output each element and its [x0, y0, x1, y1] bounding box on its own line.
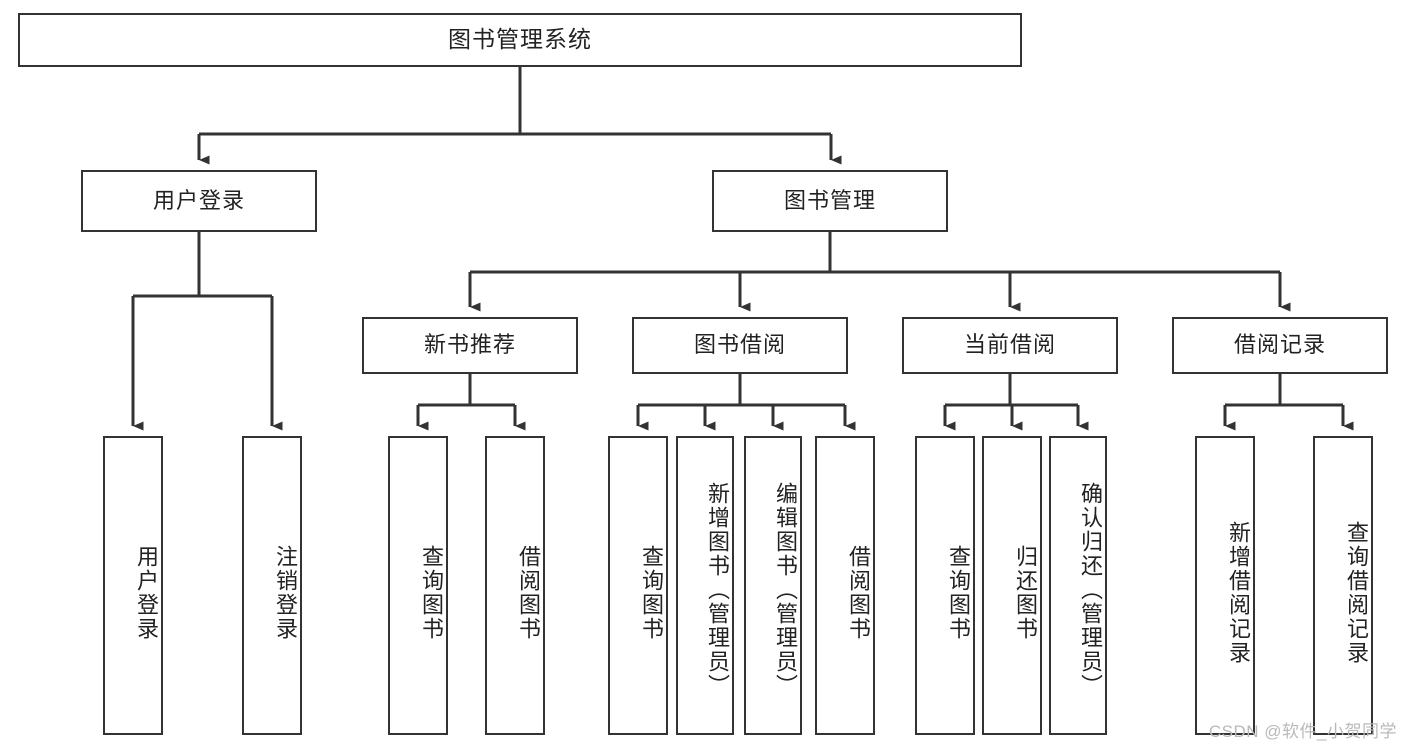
csdn-watermark: CSDN @软件_小贺同学: [1208, 722, 1397, 741]
node-leaf-return-book[interactable]: 归还图书: [982, 436, 1042, 735]
node-leaf-query-book-1[interactable]: 查询图书: [388, 436, 448, 735]
node-leaf-add-book-admin[interactable]: 新增图书（管理员）: [676, 436, 734, 735]
node-leaf-add-borrow-record[interactable]: 新增借阅记录: [1195, 436, 1255, 735]
node-leaf-borrow-book-2[interactable]: 借阅图书: [815, 436, 875, 735]
node-leaf-confirm-return-admin[interactable]: 确认归还（管理员）: [1049, 436, 1107, 735]
node-leaf-logout-login[interactable]: 注销登录: [242, 436, 302, 735]
node-borrow-record[interactable]: 借阅记录: [1172, 317, 1388, 374]
node-book-borrow[interactable]: 图书借阅: [632, 317, 848, 374]
node-user-login[interactable]: 用户登录: [81, 170, 317, 232]
node-book-management[interactable]: 图书管理: [712, 170, 948, 232]
node-leaf-user-login[interactable]: 用户登录: [103, 436, 163, 735]
node-leaf-query-book-3[interactable]: 查询图书: [915, 436, 975, 735]
node-leaf-query-borrow-record[interactable]: 查询借阅记录: [1313, 436, 1373, 735]
node-leaf-query-book-2[interactable]: 查询图书: [608, 436, 668, 735]
node-leaf-borrow-book-1[interactable]: 借阅图书: [485, 436, 545, 735]
node-leaf-edit-book-admin[interactable]: 编辑图书（管理员）: [744, 436, 802, 735]
node-new-book-recommend[interactable]: 新书推荐: [362, 317, 578, 374]
node-root-system[interactable]: 图书管理系统: [18, 13, 1022, 67]
node-current-borrow[interactable]: 当前借阅: [902, 317, 1118, 374]
